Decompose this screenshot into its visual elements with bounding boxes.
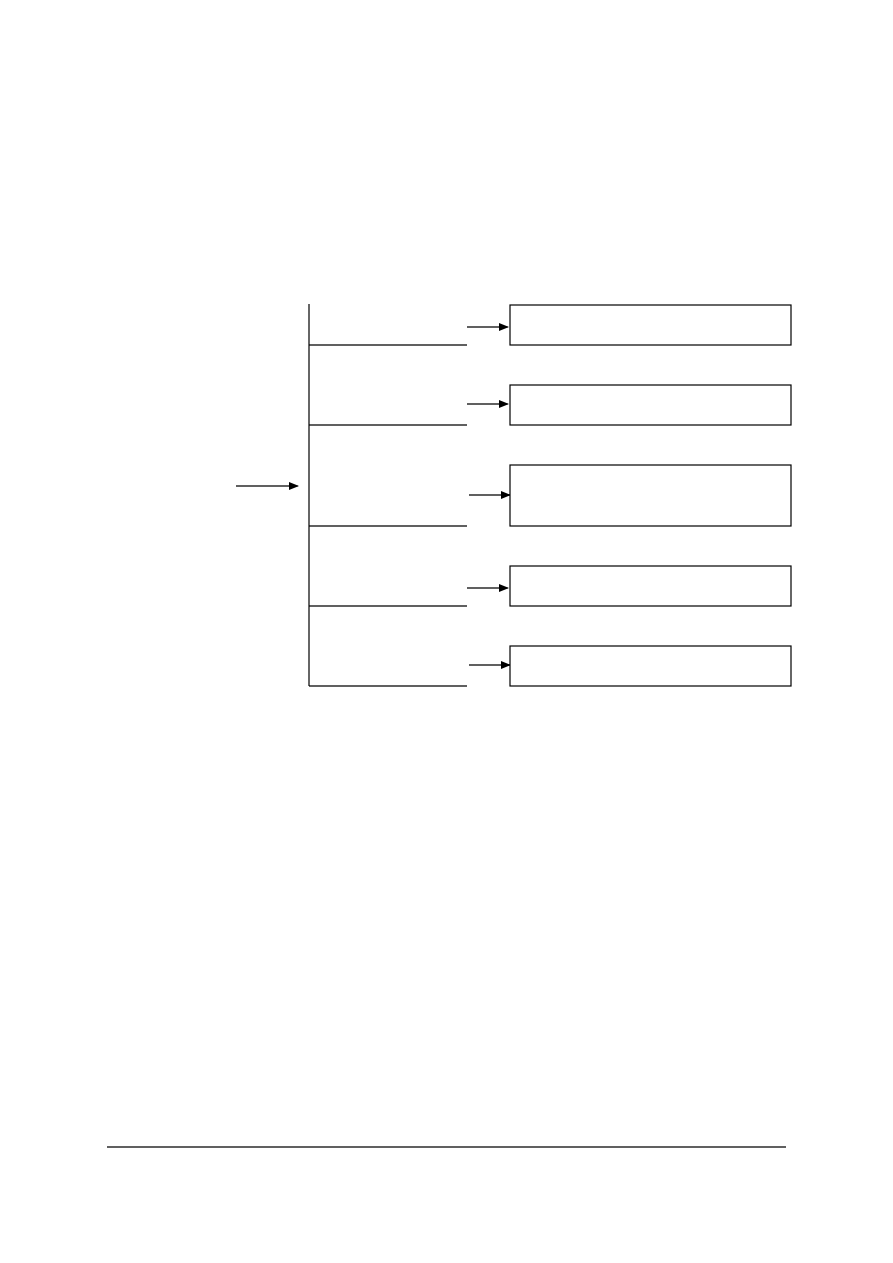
branch-4 xyxy=(467,565,792,607)
result-box-5 xyxy=(509,645,792,687)
branch-3 xyxy=(469,464,792,527)
result-box-1 xyxy=(509,304,792,346)
result-box-3 xyxy=(509,464,792,527)
branch-1 xyxy=(467,304,792,346)
result-box-2 xyxy=(509,384,792,426)
branch-5 xyxy=(469,645,792,687)
result-box-4 xyxy=(509,565,792,607)
branch-2 xyxy=(467,384,792,426)
